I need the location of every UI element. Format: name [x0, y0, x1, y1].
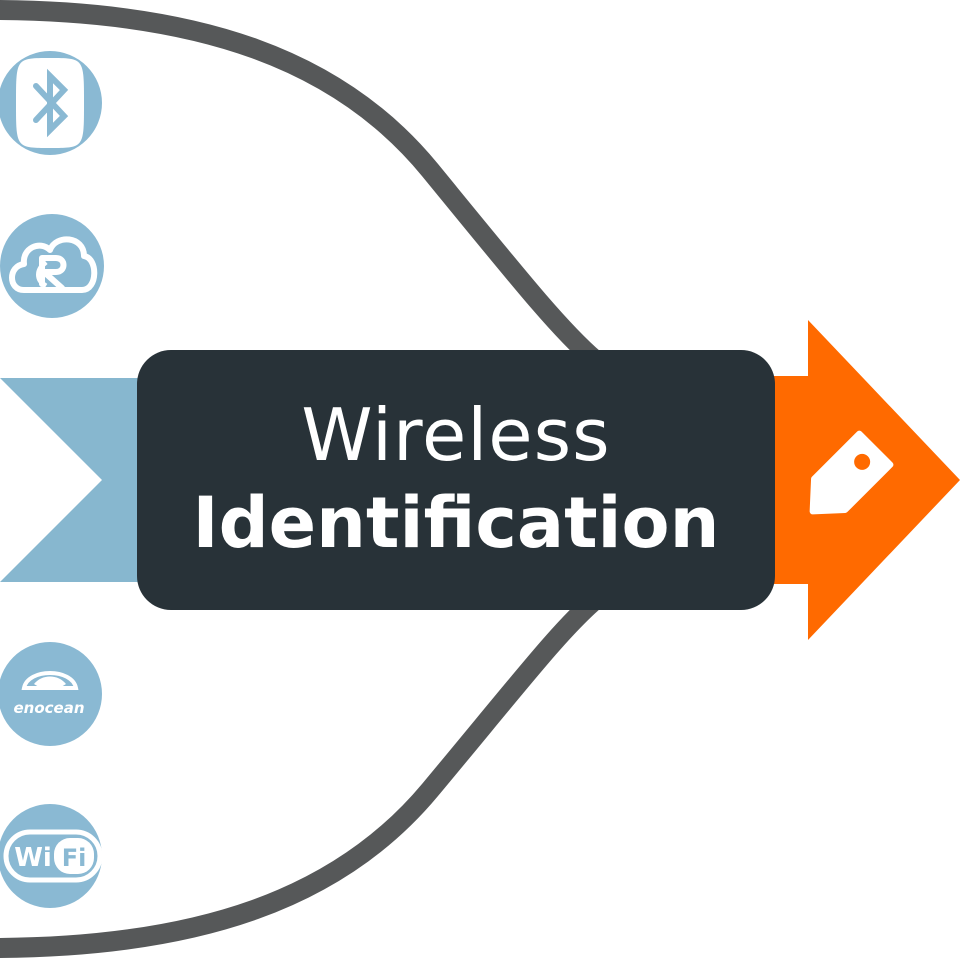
bottom-converging-curve: [0, 592, 602, 958]
enocean-icon: [21, 671, 79, 690]
protocol-wifi: Wi Fi: [0, 804, 103, 908]
title-line-wireless: Wireless: [301, 393, 611, 477]
protocol-enocean: enocean: [0, 642, 102, 746]
ribbon-tail: [0, 378, 180, 582]
enocean-logo-text: enocean: [13, 699, 84, 717]
bluetooth-icon: [16, 58, 84, 148]
title-line-identification: Identification: [192, 482, 720, 564]
cloud-r-icon: [9, 236, 98, 293]
protocol-bluetooth: [0, 51, 102, 155]
tag-icon: [809, 430, 894, 515]
protocol-cloud-r: [0, 214, 104, 318]
wifi-icon: [3, 829, 103, 883]
top-converging-curve: [0, 0, 602, 368]
wifi-logo-text-left: Wi: [14, 843, 52, 873]
title-box: Wireless Identification: [137, 350, 775, 610]
wifi-logo-text-right: Fi: [62, 844, 87, 872]
